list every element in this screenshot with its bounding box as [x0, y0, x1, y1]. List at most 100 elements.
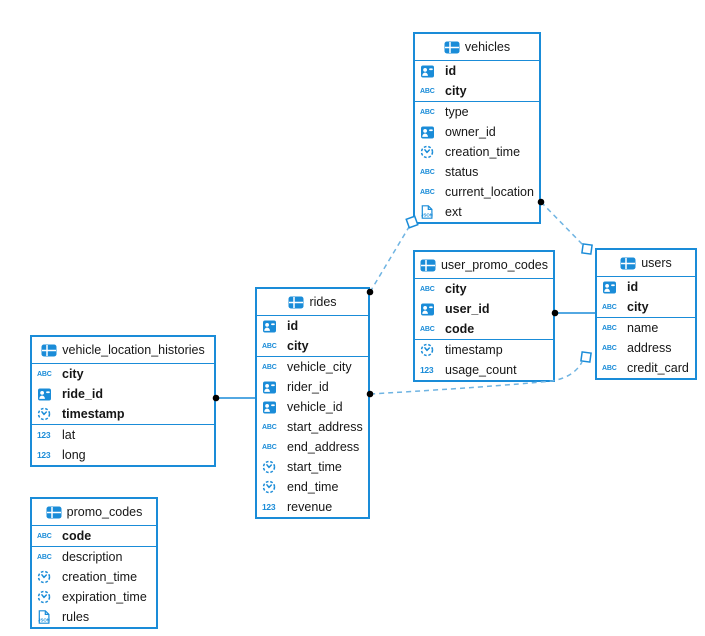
field-row-rides-id[interactable]: id: [257, 316, 368, 336]
field-name: vehicle_id: [287, 400, 343, 414]
table-header-rides[interactable]: rides: [257, 289, 368, 316]
field-name: lat: [62, 428, 76, 442]
field-row-rides-city[interactable]: ABC city: [257, 336, 368, 356]
field-row-user_promo_codes-user_id[interactable]: user_id: [415, 299, 553, 319]
field-name: user_id: [445, 302, 490, 316]
field-row-promo_codes-creation_time[interactable]: creation_time: [32, 567, 156, 587]
abc-text-icon: ABC: [420, 325, 435, 333]
clock-icon: [262, 480, 283, 494]
json-doc-icon: JSON: [420, 205, 441, 219]
field-row-rides-vehicle_id[interactable]: vehicle_id: [257, 397, 368, 417]
table-header-promo_codes[interactable]: promo_codes: [32, 499, 156, 526]
field-row-user_promo_codes-timestamp[interactable]: timestamp: [415, 340, 553, 360]
table-header-users[interactable]: users: [597, 250, 695, 277]
field-name: long: [62, 448, 86, 462]
field-row-vehicle_location_histories-timestamp[interactable]: timestamp: [32, 404, 214, 424]
id-badge-icon: [262, 381, 283, 394]
table-icon: [420, 259, 436, 272]
abc-text-icon: ABC: [262, 443, 277, 451]
field-row-vehicles-id[interactable]: id: [415, 61, 539, 81]
abc-text-icon: ABC: [602, 364, 617, 372]
id-badge-icon: [420, 65, 441, 78]
relationship-user_promo_codes-users[interactable]: [551, 309, 595, 317]
relationship-rides-vehicles[interactable]: [366, 215, 419, 296]
field-row-rides-end_time[interactable]: end_time: [257, 477, 368, 497]
abc-text-icon: ABC: [420, 285, 435, 293]
field-name: name: [627, 321, 659, 335]
field-row-users-id[interactable]: id: [597, 277, 695, 297]
clock-icon: [37, 407, 58, 421]
abc-text-icon: ABC: [602, 344, 617, 352]
field-row-vehicles-creation_time[interactable]: creation_time: [415, 142, 539, 162]
field-name: start_time: [287, 460, 342, 474]
field-row-rides-start_time[interactable]: start_time: [257, 457, 368, 477]
field-row-vehicle_location_histories-ride_id[interactable]: ride_id: [32, 384, 214, 404]
table-header-vehicles[interactable]: vehicles: [415, 34, 539, 61]
table-icon: [41, 344, 57, 357]
table-name: rides: [309, 295, 337, 309]
field-name: owner_id: [445, 125, 496, 139]
abc-text-icon: ABC: [262, 342, 277, 350]
123-number-icon: 123: [262, 502, 276, 512]
field-name: ride_id: [62, 387, 103, 401]
field-row-users-name[interactable]: ABC name: [597, 318, 695, 338]
relationship-vehicle_location_histories-rides[interactable]: [212, 394, 255, 402]
field-row-promo_codes-expiration_time[interactable]: expiration_time: [32, 587, 156, 607]
svg-text:JSON: JSON: [421, 213, 433, 218]
id-badge-icon: [262, 320, 283, 333]
clock-icon: [37, 570, 58, 584]
field-name: timestamp: [62, 407, 125, 421]
table-header-vehicle_location_histories[interactable]: vehicle_location_histories: [32, 337, 214, 364]
field-row-vehicles-owner_id[interactable]: owner_id: [415, 122, 539, 142]
field-name: id: [627, 280, 639, 294]
field-name: city: [287, 339, 309, 353]
clock-icon: [420, 145, 441, 159]
abc-text-icon: ABC: [420, 168, 435, 176]
field-name: code: [62, 529, 92, 543]
relationship-vehicles-users[interactable]: [537, 198, 593, 255]
field-row-rides-rider_id[interactable]: rider_id: [257, 377, 368, 397]
field-name: id: [287, 319, 299, 333]
field-name: rider_id: [287, 380, 329, 394]
table-header-user_promo_codes[interactable]: user_promo_codes: [415, 252, 553, 279]
dashed-relationship-line: [369, 226, 410, 293]
table-name: promo_codes: [66, 505, 143, 519]
abc-text-icon: ABC: [602, 324, 617, 332]
